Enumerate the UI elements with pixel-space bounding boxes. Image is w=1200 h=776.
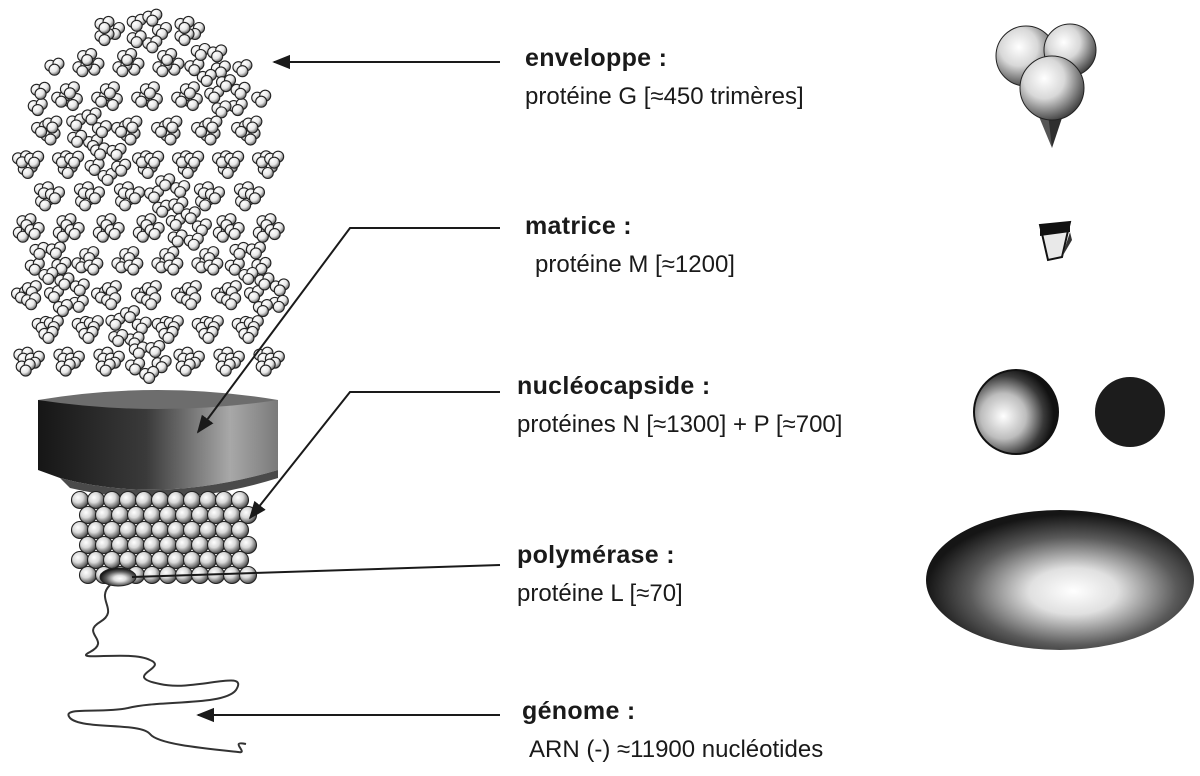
viral-envelope-illustration: [12, 9, 290, 383]
polymerase-title: polymérase :: [517, 541, 683, 570]
nucleocapside-description: protéines N [≈1300] + P [≈700]: [517, 411, 842, 439]
genome-description: ARN (-) ≈11900 nucléotides: [522, 736, 823, 764]
enveloppe-description: protéine G [≈450 trimères]: [525, 83, 804, 111]
label-genome: génome : ARN (-) ≈11900 nucléotides: [522, 697, 823, 764]
n-protein-icon: [974, 370, 1058, 454]
genome-title: génome :: [522, 697, 823, 726]
polymerase-icon: [926, 510, 1194, 650]
trimer-icon: [996, 24, 1096, 148]
nucleocapsid-illustration: [72, 492, 257, 584]
label-polymerase: polymérase : protéine L [≈70]: [517, 541, 683, 608]
matrice-description: protéine M [≈1200]: [525, 251, 735, 279]
matrix-band-illustration: [38, 390, 278, 498]
p-protein-icon: [1095, 377, 1165, 447]
matrix-protein-icon: [1040, 222, 1072, 260]
label-matrice: matrice : protéine M [≈1200]: [525, 212, 735, 279]
label-nucleocapside: nucléocapside : protéines N [≈1300] + P …: [517, 372, 842, 439]
polymerase-in-virion: [100, 568, 136, 586]
nucleocapside-title: nucléocapside :: [517, 372, 842, 401]
matrice-title: matrice :: [525, 212, 735, 241]
rna-genome-strand: [68, 585, 246, 752]
arrow-nucleocapside: [250, 392, 500, 518]
label-enveloppe: enveloppe : protéine G [≈450 trimères]: [525, 44, 804, 111]
enveloppe-title: enveloppe :: [525, 44, 804, 73]
polymerase-description: protéine L [≈70]: [517, 580, 683, 608]
